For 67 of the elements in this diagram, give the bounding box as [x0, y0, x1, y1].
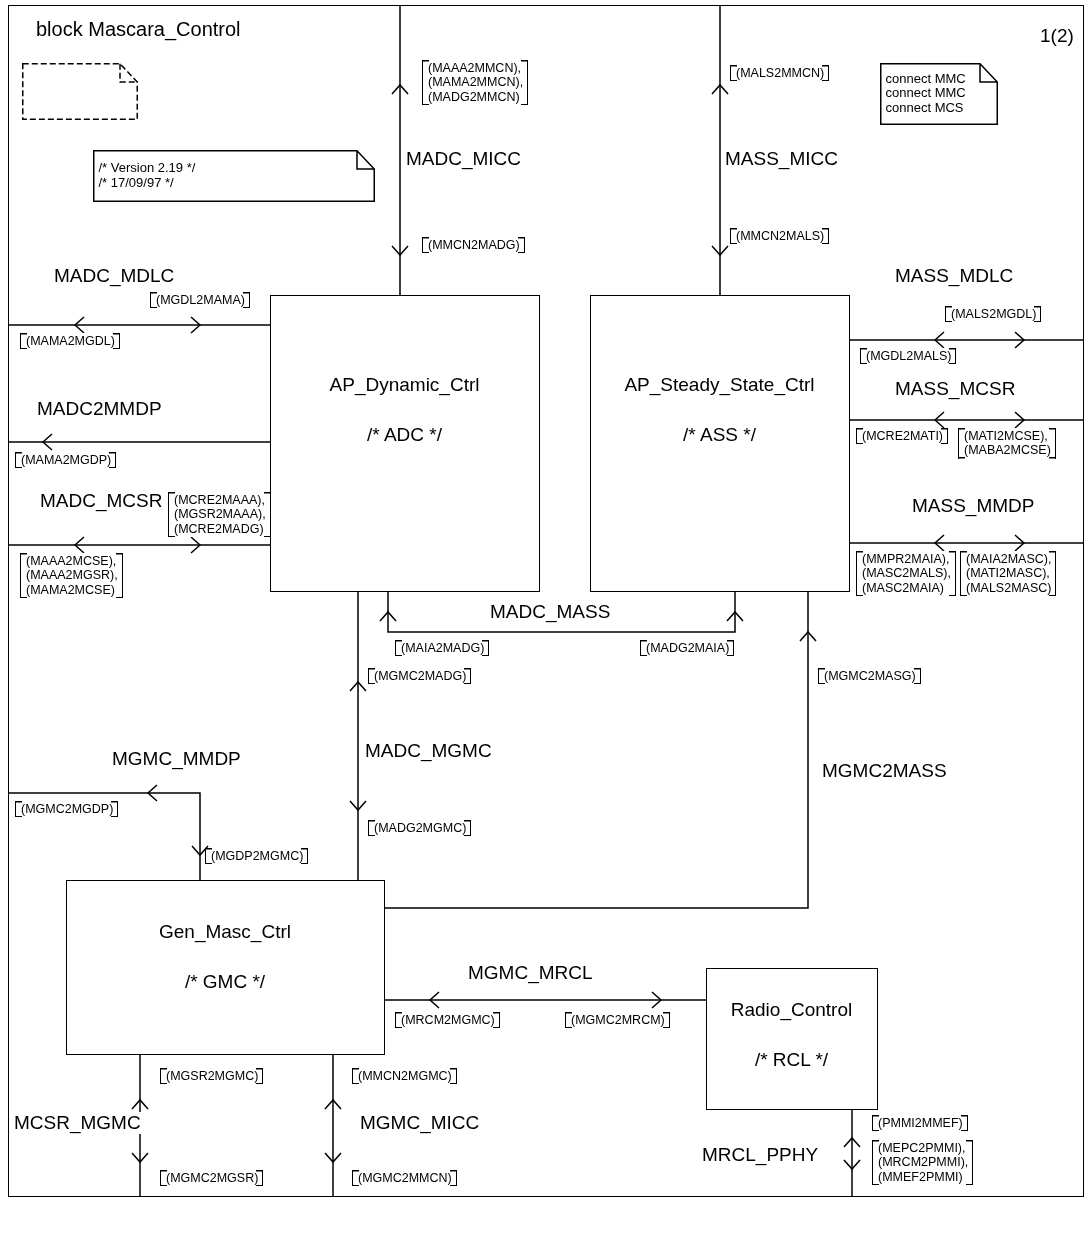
process-block — [269, 294, 540, 592]
signal-list: (MMPR2MAIA), (MASC2MALS), (MASC2MAIA) — [856, 551, 956, 597]
block-comment: /* ASS */ — [683, 423, 756, 446]
block-title: block Mascara_Control — [36, 18, 241, 41]
signal-list: (MCRE2MAAA), (MGSR2MAAA), (MCRE2MADG) — [168, 492, 271, 538]
comment-text: connect MMC connect MMC connect MCS — [885, 72, 967, 115]
channel-arrow — [849, 331, 1085, 349]
channel-name: MCSR_MGMC — [12, 1112, 143, 1134]
signal-list: (MAMA2MGDP) — [15, 452, 117, 469]
channel-arrow — [7, 784, 209, 881]
channel-arrow — [349, 591, 367, 881]
signal-list: (MRCM2MGMC) — [395, 1012, 500, 1029]
block-name: AP_Dynamic_Ctrl — [329, 373, 480, 396]
signal-list: (MAAA2MCSE), (MAAA2MGSR), (MAMA2MCSE) — [20, 553, 123, 599]
channel-arrow — [849, 411, 1085, 429]
signal-list: (MADG2MGMC) — [368, 820, 472, 837]
channel-arrow — [7, 536, 271, 554]
signal-list: (MGMC2MGDP) — [15, 801, 119, 818]
signal-list: (MGDP2MGMC) — [205, 848, 309, 865]
signal-list: (MGMC2MADG) — [368, 668, 472, 685]
channel-arrow — [849, 534, 1085, 552]
page-number: 1(2) — [1040, 25, 1074, 47]
signal-list: (MALS2MMCN) — [730, 65, 830, 82]
channel-arrow — [324, 1054, 342, 1198]
signal-list: (MCRE2MATI) — [856, 428, 948, 445]
signal-list: (MGMC2MASG) — [818, 668, 921, 685]
block-name: AP_Steady_State_Ctrl — [624, 373, 815, 396]
block-name: Radio_Control — [730, 998, 853, 1021]
comment-text: /* 17/09/97 */ — [98, 175, 175, 190]
signal-list: (MEPC2PMMI), (MRCM2PMMI), (MMEF2PMMI) — [872, 1140, 974, 1186]
block-comment: /* RCL */ — [754, 1048, 829, 1071]
channel-arrow — [379, 591, 744, 633]
comment-text: /* Version 2.19 */ — [98, 161, 197, 176]
signal-list: (PMMI2MMEF) — [872, 1115, 968, 1132]
signal-list: (MAAA2MMCN), (MAMA2MMCN), (MADG2MMCN) — [422, 60, 529, 106]
diagram-frame — [8, 5, 1084, 1197]
empty-note — [21, 62, 138, 120]
process-block — [65, 879, 385, 1055]
signal-list: (MALS2MGDL) — [945, 306, 1042, 323]
signal-list: (MMCN2MALS) — [730, 228, 830, 245]
channel-arrow — [384, 591, 817, 909]
block-name: Gen_Masc_Ctrl — [159, 920, 291, 943]
signal-list: (MGMC2MMCN) — [352, 1170, 457, 1187]
signal-list: (MAMA2MGDL) — [20, 333, 120, 350]
signal-list: (MADG2MAIA) — [640, 640, 735, 657]
process-block — [705, 967, 878, 1110]
block-comment: /* ADC */ — [367, 423, 442, 446]
signal-list: (MGSR2MGMC) — [160, 1068, 264, 1085]
signal-list: (MAIA2MASC), (MATI2MASC), (MALS2MASC) — [960, 551, 1057, 597]
signal-list: (MGDL2MAMA) — [150, 292, 250, 309]
channel-arrow — [843, 1109, 861, 1198]
signal-list: (MGMC2MRCM) — [565, 1012, 670, 1029]
signal-list: (MGMC2MGSR) — [160, 1170, 264, 1187]
signal-list: (MGDL2MALS) — [860, 348, 957, 365]
channel-arrow — [384, 991, 707, 1009]
channel-arrow — [711, 4, 729, 296]
channel-arrow — [391, 4, 409, 296]
signal-list: (MMCN2MADG) — [422, 237, 525, 254]
signal-list: (MATI2MCSE), (MABA2MCSE) — [958, 428, 1056, 459]
process-block — [589, 294, 850, 592]
signal-list: (MMCN2MGMC) — [352, 1068, 457, 1085]
comment-note — [92, 149, 375, 202]
channel-arrow — [7, 433, 271, 451]
channel-arrow — [7, 316, 271, 334]
block-comment: /* GMC */ — [184, 970, 266, 993]
signal-list: (MAIA2MADG) — [395, 640, 490, 657]
comment-note — [879, 62, 998, 125]
